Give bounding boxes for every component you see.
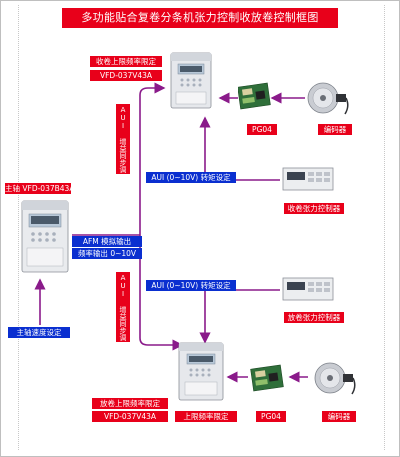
guide-line <box>384 5 385 450</box>
unwinder-model-label: VFD-037V43A <box>92 411 168 422</box>
aui-sync-bottom-label: AUI 增益同步调 <box>116 272 130 342</box>
tension-controller-icon <box>282 167 334 191</box>
winder-tension-controller-label: 收卷张力控制器 <box>284 203 344 214</box>
main-speed-set-label: 主轴速度设定 <box>8 327 70 338</box>
encoder-top-label: 编码器 <box>318 124 352 135</box>
aui-sync-top-label: AUI 增益同步调 <box>116 104 130 174</box>
unwinder-tension-controller-label: 放卷张力控制器 <box>284 312 344 323</box>
afm-output-label: AFM 模拟输出 <box>72 236 142 247</box>
tension-controller-icon <box>282 277 334 301</box>
inverter-icon <box>170 52 212 109</box>
pg04-card-bottom-image <box>250 364 286 392</box>
winder-model-label: VFD-037V43A <box>90 70 162 81</box>
inverter-icon <box>21 200 69 273</box>
diagram-title: 多功能贴合复卷分条机张力控制收放卷控制框图 <box>62 8 338 28</box>
winder-inverter-image <box>168 52 214 110</box>
main-drive-model-label: 主轴 VFD-037B43A <box>5 183 75 194</box>
upper-limit-label: 上限频率限定 <box>175 411 237 422</box>
encoder-icon <box>307 82 349 115</box>
pg04-bottom-label: PG04 <box>256 411 286 422</box>
encoder-icon <box>314 362 356 395</box>
encoder-bottom-image <box>312 358 358 398</box>
unwinder-inverter-image <box>176 342 226 402</box>
unwinder-speed-limit-label: 放卷上限频率限定 <box>92 398 168 409</box>
freq-output-label: 频率输出 0~10V <box>72 248 142 259</box>
unwinder-tension-controller-image <box>282 276 336 304</box>
guide-line <box>18 5 19 450</box>
encoder-bottom-label: 编码器 <box>322 411 356 422</box>
aui-torque-bottom-label: AUI (0~10V) 转矩设定 <box>146 280 236 291</box>
pg-card-icon <box>250 364 284 392</box>
pg04-card-top-image <box>237 82 272 110</box>
winder-speed-limit-label: 收卷上限频率限定 <box>90 56 162 67</box>
main-drive-inverter-image <box>20 200 70 274</box>
encoder-top-image <box>305 78 351 118</box>
pg-card-icon <box>237 82 271 110</box>
aui-torque-top-label: AUI (0~10V) 转矩设定 <box>146 172 236 183</box>
pg04-top-label: PG04 <box>247 124 277 135</box>
winder-tension-controller-image <box>282 166 336 194</box>
inverter-icon <box>178 342 224 401</box>
